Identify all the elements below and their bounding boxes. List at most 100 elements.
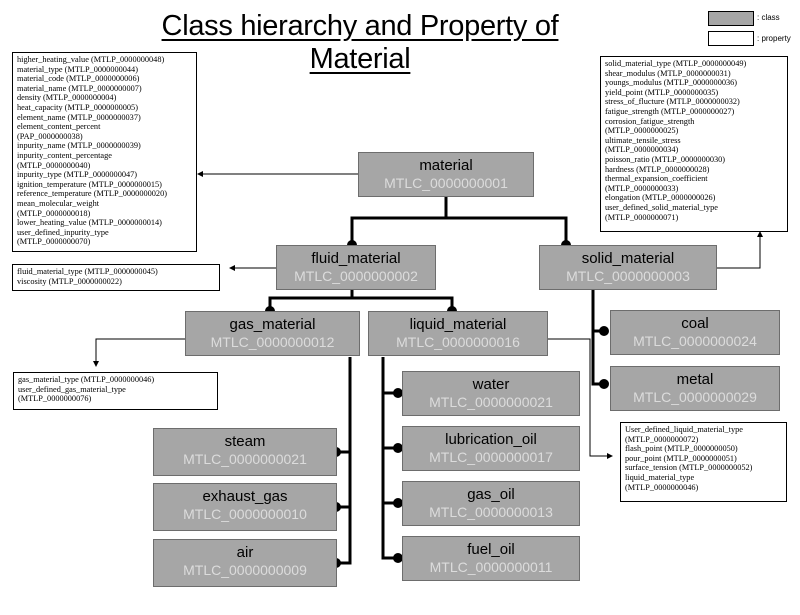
- class-water[interactable]: water MTLC_0000000021: [402, 371, 580, 416]
- class-name: solid_material: [581, 250, 675, 267]
- property-line: material_type (MTLP_0000000044): [17, 64, 138, 74]
- class-metal[interactable]: metal MTLC_0000000029: [610, 366, 780, 411]
- legend-property-label: : property: [757, 34, 791, 43]
- property-line: (PAP_0000000038): [17, 131, 83, 141]
- property-line: User_defined_liquid_material_type: [625, 425, 743, 434]
- class-gas-material[interactable]: gas_material MTLC_0000000012: [185, 311, 360, 356]
- class-id: MTLC_0000000013: [429, 504, 553, 520]
- property-line: (MTLP_0000000076): [18, 394, 92, 404]
- property-line: thermal_expansion_coefficient: [605, 174, 708, 184]
- class-id: MTLC_0000000001: [384, 175, 508, 191]
- property-line: solid_material_type (MTLP_0000000049): [605, 59, 747, 68]
- edge-material-solid: [446, 216, 568, 245]
- property-line: viscosity (MTLP_0000000022): [17, 276, 122, 286]
- class-id: MTLC_0000000029: [633, 389, 757, 405]
- class-id: MTLC_0000000011: [429, 559, 553, 575]
- class-id: MTLC_0000000003: [566, 268, 690, 284]
- legend-class-label: : class: [757, 13, 780, 22]
- property-line: element_content_percent: [17, 122, 101, 132]
- class-fuel-oil[interactable]: fuel_oil MTLC_0000000011: [402, 536, 580, 581]
- property-line: hardness (MTLP_0000000028): [605, 164, 710, 174]
- property-line: (MTLP_0000000071): [605, 212, 679, 222]
- edge-material-fluid: [350, 197, 448, 245]
- class-name: metal: [676, 371, 714, 388]
- property-line: gas_material_type (MTLP_0000000046): [18, 375, 155, 384]
- property-line: (MTLP_0000000046): [625, 482, 699, 492]
- properties-gas-material: gas_material_type (MTLP_0000000046)user_…: [13, 372, 218, 410]
- class-name: steam: [224, 433, 266, 450]
- class-liquid-material[interactable]: liquid_material MTLC_0000000016: [368, 311, 548, 356]
- class-id: MTLC_0000000017: [429, 449, 553, 465]
- class-name: lubrication_oil: [445, 431, 537, 448]
- class-id: MTLC_0000000016: [396, 334, 520, 350]
- property-line: stress_of_flucture (MTLP_0000000032): [605, 97, 740, 107]
- property-line: (MTLP_0000000033): [605, 183, 679, 193]
- class-air[interactable]: air MTLC_0000000009: [153, 539, 337, 587]
- edge-gas-trunk: [336, 357, 352, 565]
- property-line: (MTLP_0000000072): [625, 434, 699, 444]
- class-name: gas_oil: [467, 486, 515, 503]
- class-solid-material[interactable]: solid_material MTLC_0000000003: [539, 245, 717, 290]
- property-line: inpurity_type (MTLP_0000000047): [17, 170, 138, 180]
- property-line: heat_capacity (MTLP_0000000005): [17, 102, 138, 112]
- property-line: (MTLP_0000000025): [605, 126, 679, 136]
- class-name: material: [419, 157, 473, 174]
- class-name: fuel_oil: [467, 541, 515, 558]
- legend-class-swatch: [708, 11, 754, 26]
- property-line: ignition_temperature (MTLP_0000000015): [17, 179, 162, 189]
- class-id: MTLC_0000000021: [429, 394, 553, 410]
- property-line: lower_heating_value (MTLP_0000000014): [17, 218, 162, 228]
- diagram-title: Class hierarchy and Property of Material: [161, 10, 559, 75]
- property-line: corrosion_fatigue_strength: [605, 116, 695, 126]
- class-steam[interactable]: steam MTLC_0000000021: [153, 428, 337, 476]
- class-exhaust-gas[interactable]: exhaust_gas MTLC_0000000010: [153, 483, 337, 531]
- property-line: material_name (MTLP_0000000007): [17, 83, 142, 93]
- class-id: MTLC_0000000010: [183, 506, 307, 522]
- property-line: surface_tension (MTLP_0000000052): [625, 463, 753, 473]
- property-line: (MTLP_0000000040): [17, 160, 91, 170]
- property-line: elongation (MTLP_0000000026): [605, 193, 716, 203]
- class-fluid-material[interactable]: fluid_material MTLC_0000000002: [276, 245, 436, 290]
- property-line: flash_point (MTLP_0000000050): [625, 444, 738, 454]
- property-line: reference_temperature (MTLP_0000000020): [17, 189, 167, 199]
- class-lubrication-oil[interactable]: lubrication_oil MTLC_0000000017: [402, 426, 580, 471]
- class-id: MTLC_0000000024: [633, 333, 757, 349]
- class-name: coal: [681, 315, 709, 332]
- arrow-solid-props: [717, 231, 763, 269]
- property-line: ultimate_tensile_stress: [605, 135, 681, 145]
- class-name: fluid_material: [311, 250, 401, 267]
- property-line: user_defined_solid_material_type: [605, 202, 718, 212]
- class-id: MTLC_0000000012: [210, 334, 335, 350]
- arrow-gas-props: [93, 338, 185, 367]
- edge-liquid-trunk: [381, 357, 398, 560]
- class-name: liquid_material: [409, 316, 507, 333]
- property-line: inpurity_name (MTLP_0000000039): [17, 141, 141, 151]
- property-line: density (MTLP_0000000004): [17, 93, 117, 103]
- class-id: MTLC_0000000002: [294, 268, 418, 284]
- property-line: youngs_modulus (MTLP_0000000036): [605, 78, 738, 88]
- class-material[interactable]: material MTLC_0000000001: [358, 152, 534, 197]
- property-line: inpurity_content_percentage: [17, 150, 112, 160]
- edge-fluid-liquid: [352, 296, 454, 311]
- property-line: yield_point (MTLP_0000000035): [605, 87, 719, 97]
- property-line: liquid_material_type: [625, 472, 695, 482]
- properties-material: higher_heating_value (MTLP_0000000048)ma…: [12, 52, 197, 252]
- class-gas-oil[interactable]: gas_oil MTLC_0000000013: [402, 481, 580, 526]
- property-line: shear_modulus (MTLP_0000000031): [605, 68, 731, 78]
- class-id: MTLC_0000000009: [183, 562, 307, 578]
- class-coal[interactable]: coal MTLC_0000000024: [610, 310, 780, 355]
- edge-fluid-gas: [268, 290, 354, 311]
- property-line: pour_point (MTLP_0000000051): [625, 453, 737, 463]
- property-line: element_name (MTLP_0000000037): [17, 112, 141, 122]
- arrow-liquid-props: [548, 338, 613, 459]
- property-line: higher_heating_value (MTLP_0000000048): [17, 55, 165, 64]
- class-id: MTLC_0000000021: [183, 451, 307, 467]
- properties-solid-material: solid_material_type (MTLP_0000000049)she…: [600, 56, 788, 232]
- property-line: mean_molecular_weight: [17, 198, 100, 208]
- property-line: material_code (MTLP_0000000006): [17, 74, 140, 84]
- class-name: gas_material: [229, 316, 316, 333]
- class-name: water: [472, 376, 510, 393]
- property-line: fatigue_strength (MTLP_0000000027): [605, 106, 735, 116]
- class-name: air: [236, 544, 254, 561]
- property-line: (MTLP_0000000018): [17, 208, 91, 218]
